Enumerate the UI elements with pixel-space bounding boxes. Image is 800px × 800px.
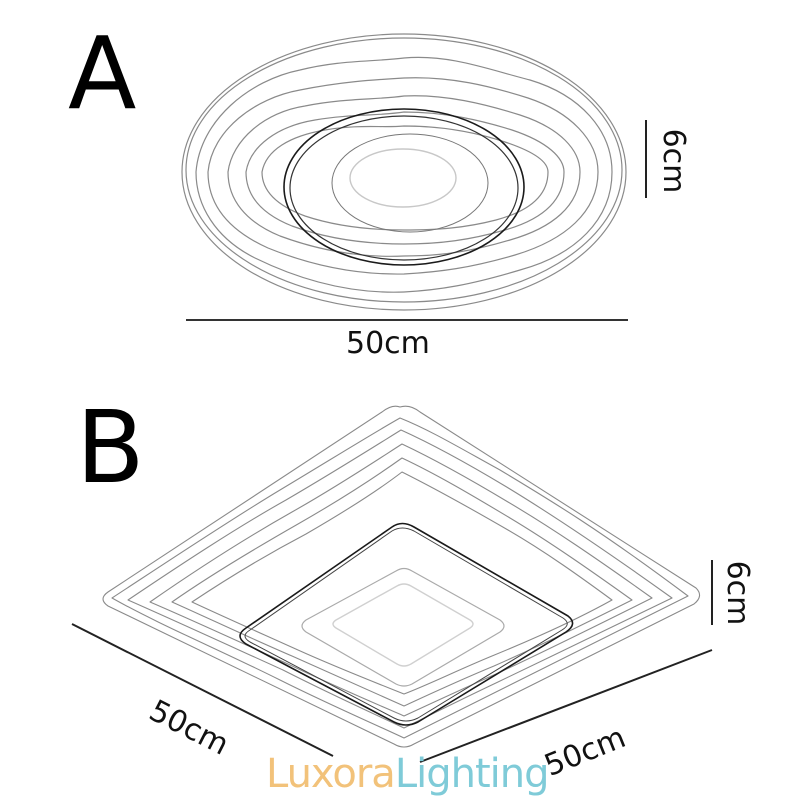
b-left-width-dimension-line (71, 623, 334, 757)
figure-b-label: B (76, 389, 145, 506)
square-lamp-drawing (102, 405, 701, 748)
a-width-label: 50cm (346, 326, 430, 361)
brand-name-part1: Luxora (266, 751, 396, 797)
a-height-label: 6cm (656, 128, 691, 194)
figure-a-label: A (68, 15, 137, 132)
brand-name-part2: Lighting (394, 751, 550, 797)
round-lamp-drawing (181, 33, 627, 311)
square-lamp-core (239, 522, 574, 726)
round-lamp-core (283, 108, 525, 266)
b-height-label: 6cm (720, 560, 755, 626)
brand-logo: LuxoraLighting (266, 754, 549, 794)
b-right-width-dimension-line (419, 649, 713, 763)
